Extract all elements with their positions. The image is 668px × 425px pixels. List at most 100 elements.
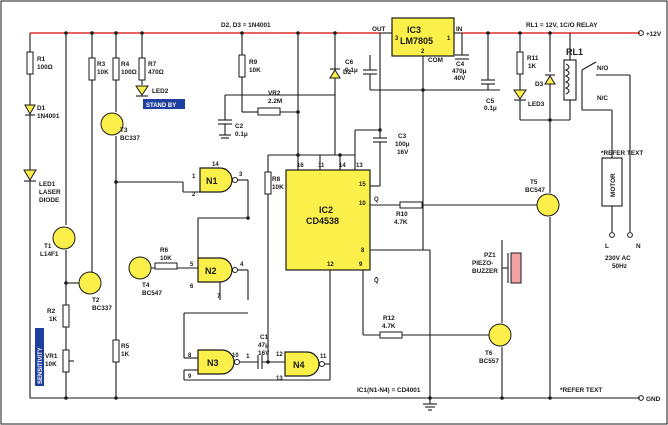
n3-pin10: 10 [232, 353, 239, 359]
n2-pin6: 6 [190, 284, 194, 290]
r9-resistor [238, 54, 246, 78]
junction [378, 128, 382, 132]
ic3-label: IC3 [407, 25, 421, 35]
t1-transistor [52, 226, 76, 250]
r4-value: 100Ω [121, 69, 137, 76]
junction [64, 396, 68, 400]
r7-label: R7 [148, 61, 157, 68]
junction [64, 281, 68, 285]
n4-pin12: 12 [276, 352, 283, 358]
r4-label: R4 [121, 61, 130, 68]
ic2-label: IC2 [319, 205, 333, 215]
t4-value: BC547 [142, 290, 162, 297]
d1-label: D1 [37, 105, 46, 112]
n3-pin9: 9 [188, 374, 192, 380]
r11-value: 1K [528, 63, 537, 70]
junction [266, 360, 270, 364]
vr2-label: VR2 [268, 90, 281, 97]
junction [338, 153, 342, 157]
c6-label: C6 [345, 59, 354, 66]
r2-label: R2 [47, 308, 56, 315]
ic2-pin8: 8 [361, 248, 365, 254]
vr2-value: 2.2M [268, 98, 282, 105]
junction [64, 31, 68, 35]
c4-label: C4 [456, 61, 465, 68]
r11-resistor [516, 51, 524, 75]
n2-pin7: 7 [217, 294, 221, 300]
n2-pin4: 4 [240, 262, 244, 268]
ic2-pin12: 12 [327, 262, 334, 268]
c5-value: 0.1μ [484, 105, 497, 112]
junction [486, 31, 490, 35]
r6-value: 10K [160, 255, 172, 262]
junction [500, 396, 504, 400]
led2 [135, 85, 149, 96]
n4-bubble [319, 361, 325, 367]
ic3-regulator [391, 17, 455, 57]
led3 [513, 89, 527, 100]
n1-pin2: 2 [192, 192, 196, 198]
n1-pin1: 1 [192, 174, 196, 180]
n2-label: N2 [205, 266, 217, 276]
ic2-pin11: 11 [318, 163, 325, 169]
led1-label: LED1 [39, 181, 56, 188]
supply-label: +12V [646, 31, 662, 38]
junction [428, 396, 432, 400]
ic2-chip [285, 169, 371, 271]
c2-value: 0.1μ [235, 131, 248, 138]
r1-value: 100Ω [37, 64, 53, 71]
junction [90, 31, 94, 35]
r12-value: 4.7K [382, 323, 396, 330]
pz1-buzzer [510, 252, 522, 284]
ic2-q-label: Q [374, 197, 379, 203]
ic2-qbar-label: Q̄ [374, 277, 379, 284]
c1-label: C1 [260, 334, 269, 341]
n3-bubble [234, 359, 240, 365]
mains-frequency: 50Hz [612, 263, 627, 270]
r12-resistor [379, 331, 403, 339]
motor-label: MOTOR [610, 173, 617, 197]
mains-l-label: L [605, 243, 609, 250]
junction [333, 31, 337, 35]
relay-winding [564, 63, 570, 95]
n2-pin5: 5 [190, 262, 194, 268]
ic3-in-label: IN [456, 26, 463, 33]
c4-value2: 40V [454, 75, 466, 82]
n3-gate [197, 349, 235, 375]
led3-label: LED3 [528, 101, 545, 108]
junction [548, 118, 552, 122]
ic3-value: LM7805 [400, 36, 433, 46]
r3-resistor [88, 57, 96, 81]
r8-label: R8 [272, 176, 281, 183]
ic2-pin15: 15 [359, 182, 366, 188]
led1-laser [23, 169, 37, 181]
t2-value: BC337 [92, 305, 112, 312]
ic3-pin3: 3 [395, 36, 399, 42]
d2-label: D2 [343, 69, 352, 76]
r7-value: 470Ω [148, 69, 164, 76]
ic2-pin10: 10 [359, 201, 366, 207]
r10-resistor [399, 201, 423, 209]
r2-resistor [62, 304, 70, 328]
mains-n-label: N [636, 243, 641, 250]
n2-bubble [232, 267, 238, 273]
t5-label: T5 [530, 179, 538, 186]
r1-label: R1 [37, 56, 46, 63]
t4-label: T4 [142, 282, 150, 289]
motor-star: *REFER TEXT [601, 150, 643, 157]
d3-label: D3 [535, 81, 544, 88]
n2-gate [197, 257, 233, 283]
led1-value1: LASER [39, 189, 61, 196]
relay-no-label: N/O [597, 65, 608, 72]
r2-value: 1K [49, 316, 58, 323]
r10-label: R10 [396, 211, 408, 218]
c5-label: C5 [486, 98, 495, 105]
t2-transistor [78, 271, 102, 295]
relay-nc-label: N/C [597, 95, 608, 102]
vr1-label: VR1 [45, 353, 58, 360]
t6-transistor [488, 323, 512, 347]
sensitivity-label: SENSITIVITY [38, 347, 44, 384]
r4-resistor [112, 57, 120, 81]
